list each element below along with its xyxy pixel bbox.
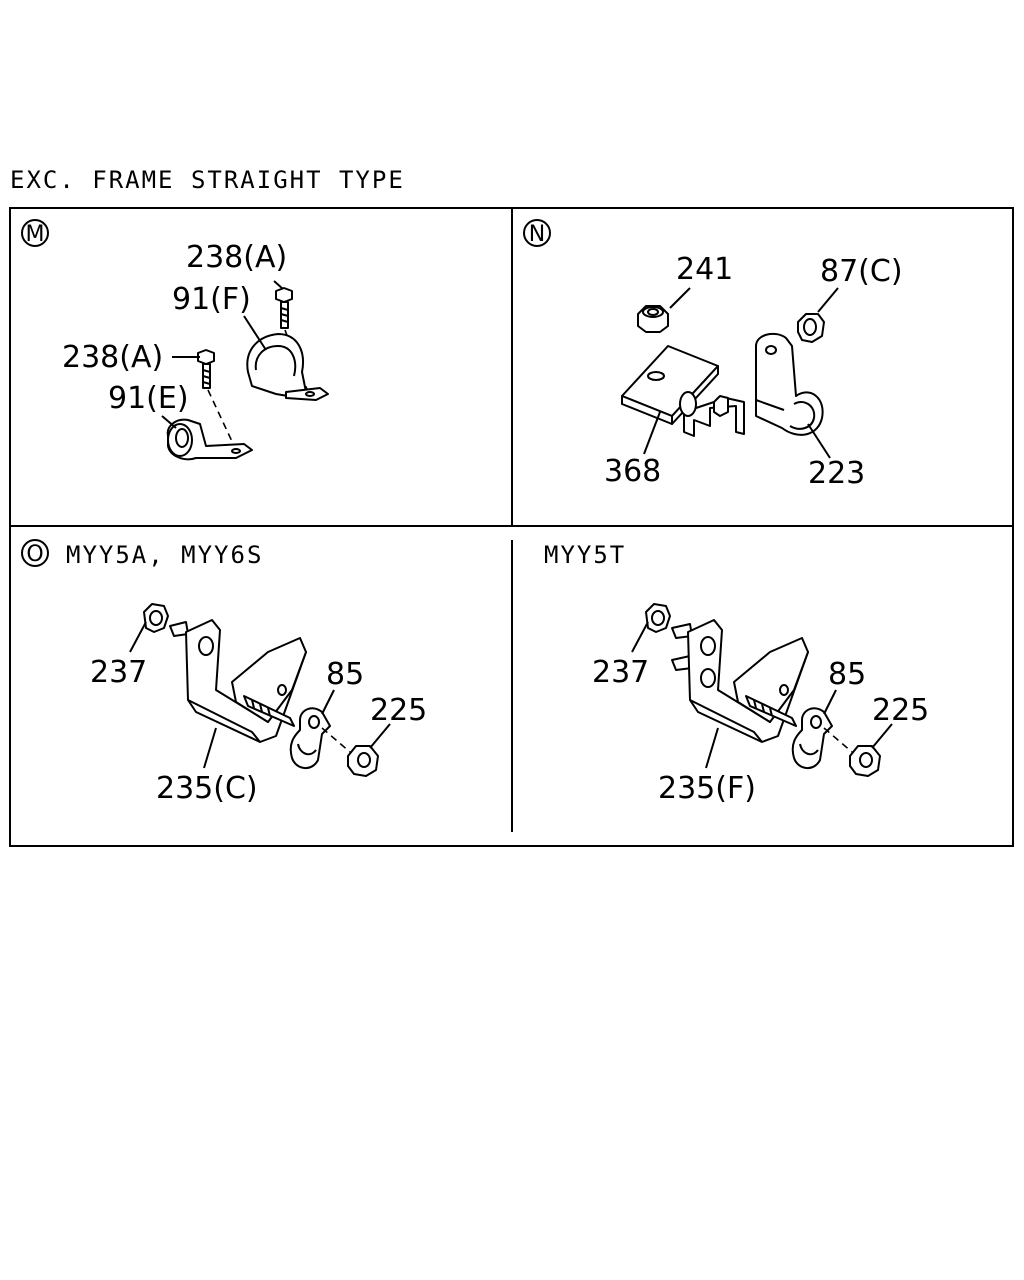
panel-n: N (523, 219, 903, 491)
label-225-right: 225 (872, 693, 929, 728)
label-85-right: 85 (828, 657, 866, 692)
panel-m-marker-circle (21, 219, 49, 247)
clip-91e (166, 418, 253, 461)
nut-237-left (143, 603, 169, 633)
bracket-235f (671, 619, 809, 743)
clip-85-left (289, 707, 331, 769)
bolt-238a-left (197, 349, 215, 389)
panel-m-marker: M (26, 222, 45, 247)
nut-241 (637, 305, 669, 333)
label-91f: 91(F) (172, 282, 251, 317)
diagram-title: EXC. FRAME STRAIGHT TYPE (10, 166, 405, 194)
panel-o-marker: O (26, 542, 43, 567)
label-87c: 87(C) (820, 254, 903, 289)
bracket-235c (169, 619, 307, 743)
label-368: 368 (604, 454, 661, 489)
bolt-238a-top (275, 287, 293, 329)
label-237-left: 237 (90, 655, 147, 690)
label-225-left: 225 (370, 693, 427, 728)
panel-o-right-variant: MYY5T (544, 541, 626, 569)
nut-225-right (849, 745, 881, 777)
label-85-left: 85 (326, 657, 364, 692)
clip-85-right (791, 707, 833, 769)
nut-225-left (347, 745, 379, 777)
label-238a-left: 238(A) (62, 340, 163, 375)
panel-o-variant: MYY5A, MYY6S (66, 541, 263, 569)
label-235c: 235(C) (156, 771, 258, 806)
panel-o-right: MYY5T (544, 541, 929, 806)
panel-o-left: O MYY5A, MYY6S (21, 539, 427, 806)
nut-237-right (645, 603, 671, 633)
panel-n-marker-circle (523, 219, 551, 247)
label-238a-top: 238(A) (186, 240, 287, 275)
panel-n-marker: N (529, 222, 545, 247)
nut-87c (797, 313, 825, 343)
label-237-right: 237 (592, 655, 649, 690)
clip-223 (755, 332, 824, 436)
label-91e: 91(E) (108, 381, 189, 416)
label-223: 223 (808, 456, 865, 491)
bracket-368 (621, 345, 745, 437)
panel-o-marker-circle (21, 539, 49, 567)
panel-m: M (21, 219, 329, 461)
label-241: 241 (676, 252, 733, 287)
label-235f: 235(F) (658, 771, 756, 806)
clip-91f (246, 333, 329, 401)
